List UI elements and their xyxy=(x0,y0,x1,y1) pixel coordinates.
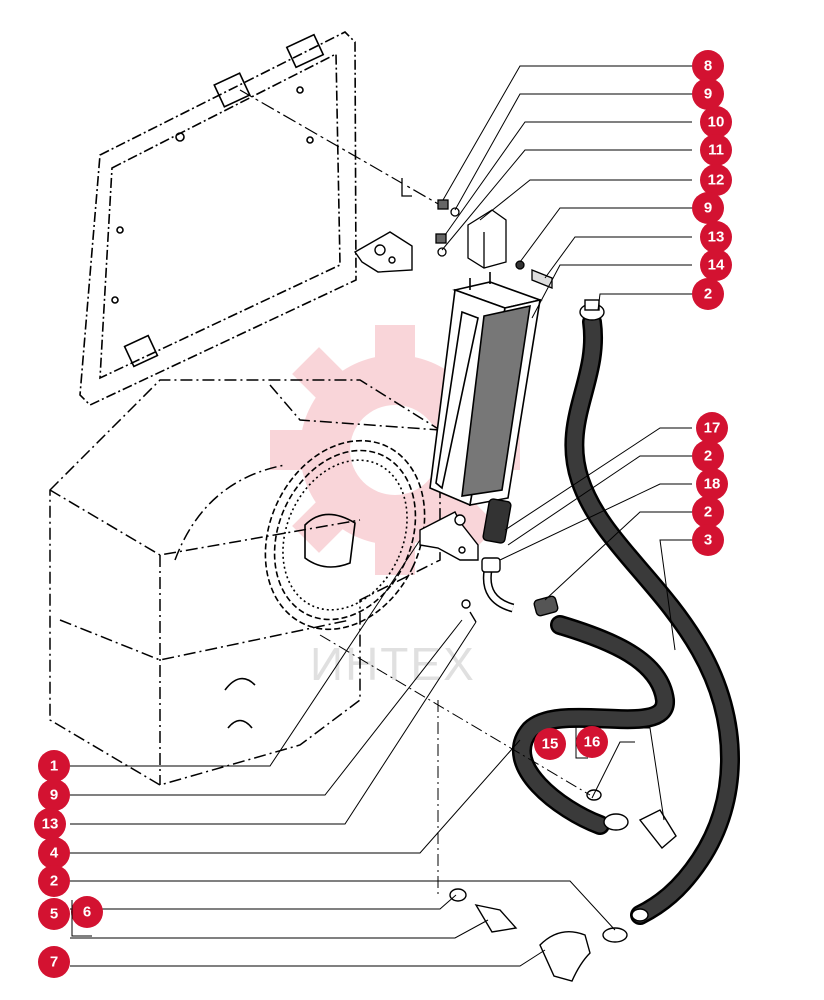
svg-text:2: 2 xyxy=(704,504,712,521)
callouts-right: 8 9 10 11 12 9 13 14 2 17 2 18 2 3 xyxy=(692,50,732,556)
callout-9-lower: 9 xyxy=(38,779,70,811)
callout-8: 8 xyxy=(692,50,724,82)
callouts-mid: 15 16 xyxy=(534,726,608,760)
svg-text:10: 10 xyxy=(708,114,725,131)
callout-10: 10 xyxy=(700,106,732,138)
engine-housing xyxy=(49,379,441,786)
leader-lines xyxy=(70,65,692,967)
callout-15: 15 xyxy=(534,728,566,760)
svg-text:11: 11 xyxy=(708,142,724,159)
svg-text:15: 15 xyxy=(542,736,559,753)
callout-2-upper: 2 xyxy=(692,278,724,310)
hoses xyxy=(512,312,740,925)
callout-2-middle: 2 xyxy=(692,496,724,528)
svg-text:18: 18 xyxy=(704,476,721,493)
svg-text:6: 6 xyxy=(83,904,91,921)
callout-1: 1 xyxy=(38,750,70,782)
svg-text:5: 5 xyxy=(50,906,58,923)
callout-11: 11 xyxy=(700,134,732,166)
svg-text:13: 13 xyxy=(708,229,725,246)
callout-2-lower: 2 xyxy=(38,865,70,897)
svg-text:2: 2 xyxy=(704,448,712,465)
callout-4: 4 xyxy=(38,837,70,869)
callout-14: 14 xyxy=(700,249,732,281)
svg-text:9: 9 xyxy=(50,787,58,804)
hood-frame xyxy=(79,31,357,406)
callout-2-sleeve: 2 xyxy=(692,440,724,472)
callout-13-lower: 13 xyxy=(34,808,66,840)
callout-12: 12 xyxy=(700,164,732,196)
callout-5-6-bracket xyxy=(71,900,92,937)
svg-text:4: 4 xyxy=(50,845,59,862)
svg-text:13: 13 xyxy=(42,816,59,833)
watermark-text: ИНТЕХ xyxy=(310,638,476,690)
svg-text:17: 17 xyxy=(704,420,721,437)
lower-fittings xyxy=(449,299,677,982)
svg-text:9: 9 xyxy=(704,200,712,217)
svg-text:2: 2 xyxy=(50,873,58,890)
callout-7: 7 xyxy=(38,946,70,978)
callout-9-bracket: 9 xyxy=(692,192,724,224)
svg-text:12: 12 xyxy=(708,172,725,189)
svg-text:3: 3 xyxy=(704,532,712,549)
oil-cooler xyxy=(429,272,543,507)
hardware-upper xyxy=(401,178,553,289)
cooler-fittings xyxy=(419,498,559,623)
callout-3: 3 xyxy=(692,524,724,556)
callout-6: 6 xyxy=(71,896,103,928)
svg-text:7: 7 xyxy=(50,954,58,971)
callout-13-upper: 13 xyxy=(700,221,732,253)
svg-text:16: 16 xyxy=(584,734,601,751)
callout-16: 16 xyxy=(576,726,608,758)
mounting-bracket xyxy=(353,231,413,273)
svg-text:2: 2 xyxy=(704,286,712,303)
svg-text:8: 8 xyxy=(704,58,712,75)
svg-text:9: 9 xyxy=(704,86,712,103)
alignment-line xyxy=(239,89,441,206)
callout-18: 18 xyxy=(696,468,728,500)
svg-text:1: 1 xyxy=(50,758,58,775)
callout-5: 5 xyxy=(38,898,70,930)
svg-text:14: 14 xyxy=(708,257,725,274)
callout-9-upper: 9 xyxy=(692,78,724,110)
callouts-left: 1 9 13 4 2 5 6 7 xyxy=(34,750,103,978)
callout-17: 17 xyxy=(696,412,728,444)
